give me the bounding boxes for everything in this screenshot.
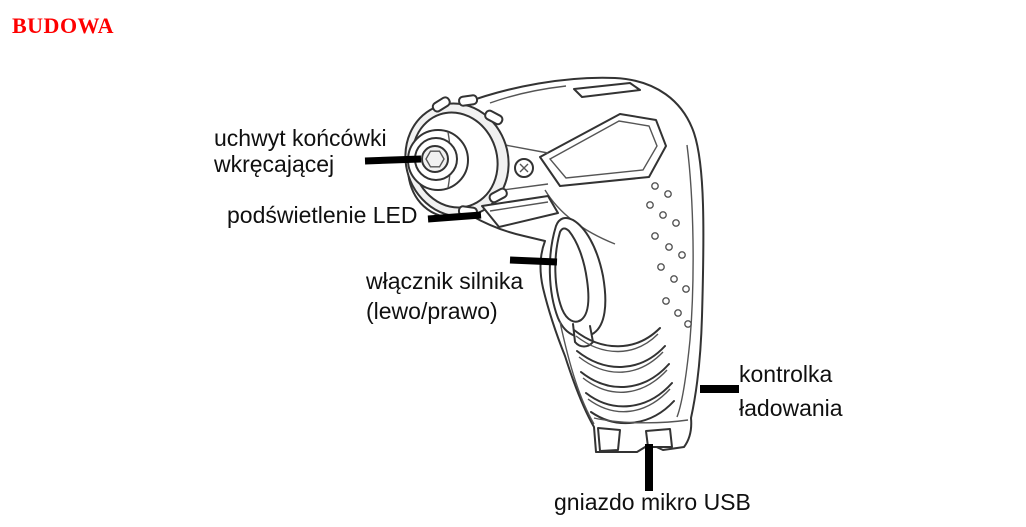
vent-holes: [646, 182, 692, 328]
bit-socket-hex: [425, 150, 445, 168]
label-led: podświetlenie LED: [227, 202, 418, 228]
section-title: BUDOWA: [12, 13, 115, 38]
trigger-paddle: [554, 227, 590, 323]
label-motor-switch-line1: włącznik silnika: [366, 268, 524, 294]
back-seam-line: [676, 144, 694, 418]
top-sliver-cutout: [573, 82, 641, 98]
top-seam-line: [489, 85, 567, 104]
label-charging-indicator: kontrolka ładowania: [739, 357, 843, 425]
base-left-foot: [597, 427, 621, 452]
label-bit-holder-line1: uchwyt końcówki: [214, 125, 387, 151]
bit-socket-hole: [421, 145, 449, 173]
base-right-foot: [645, 428, 673, 448]
screw-cross: [519, 163, 529, 173]
leader-line-bit-holder: [364, 155, 422, 165]
grip-front-seam: [559, 321, 595, 425]
base-top-line: [593, 417, 689, 424]
label-motor-switch: włącznik silnika (lewo/prawo): [366, 266, 523, 326]
label-motor-switch-line2: (lewo/prawo): [366, 298, 498, 324]
label-led-line1: podświetlenie LED: [227, 202, 418, 228]
leader-line-led: [427, 211, 482, 223]
label-bit-holder-line2: wkręcającej: [214, 151, 335, 177]
led-window-inner: [489, 201, 549, 212]
label-bit-holder: uchwyt końcówki wkręcającej: [214, 125, 387, 177]
neck-bottom-line: [502, 183, 549, 191]
label-charging-line1: kontrolka: [739, 361, 833, 387]
label-usb-line1: gniazdo mikro USB: [554, 489, 751, 515]
neck-top-line: [504, 144, 549, 154]
label-usb-socket: gniazdo mikro USB: [554, 489, 751, 515]
grip-ribs: [573, 327, 675, 425]
label-charging-line2: ładowania: [739, 395, 843, 421]
side-window-inner: [548, 120, 658, 179]
leader-line-motor-switch: [509, 256, 558, 266]
side-window-outer: [539, 113, 667, 187]
leader-lines: [364, 155, 739, 491]
